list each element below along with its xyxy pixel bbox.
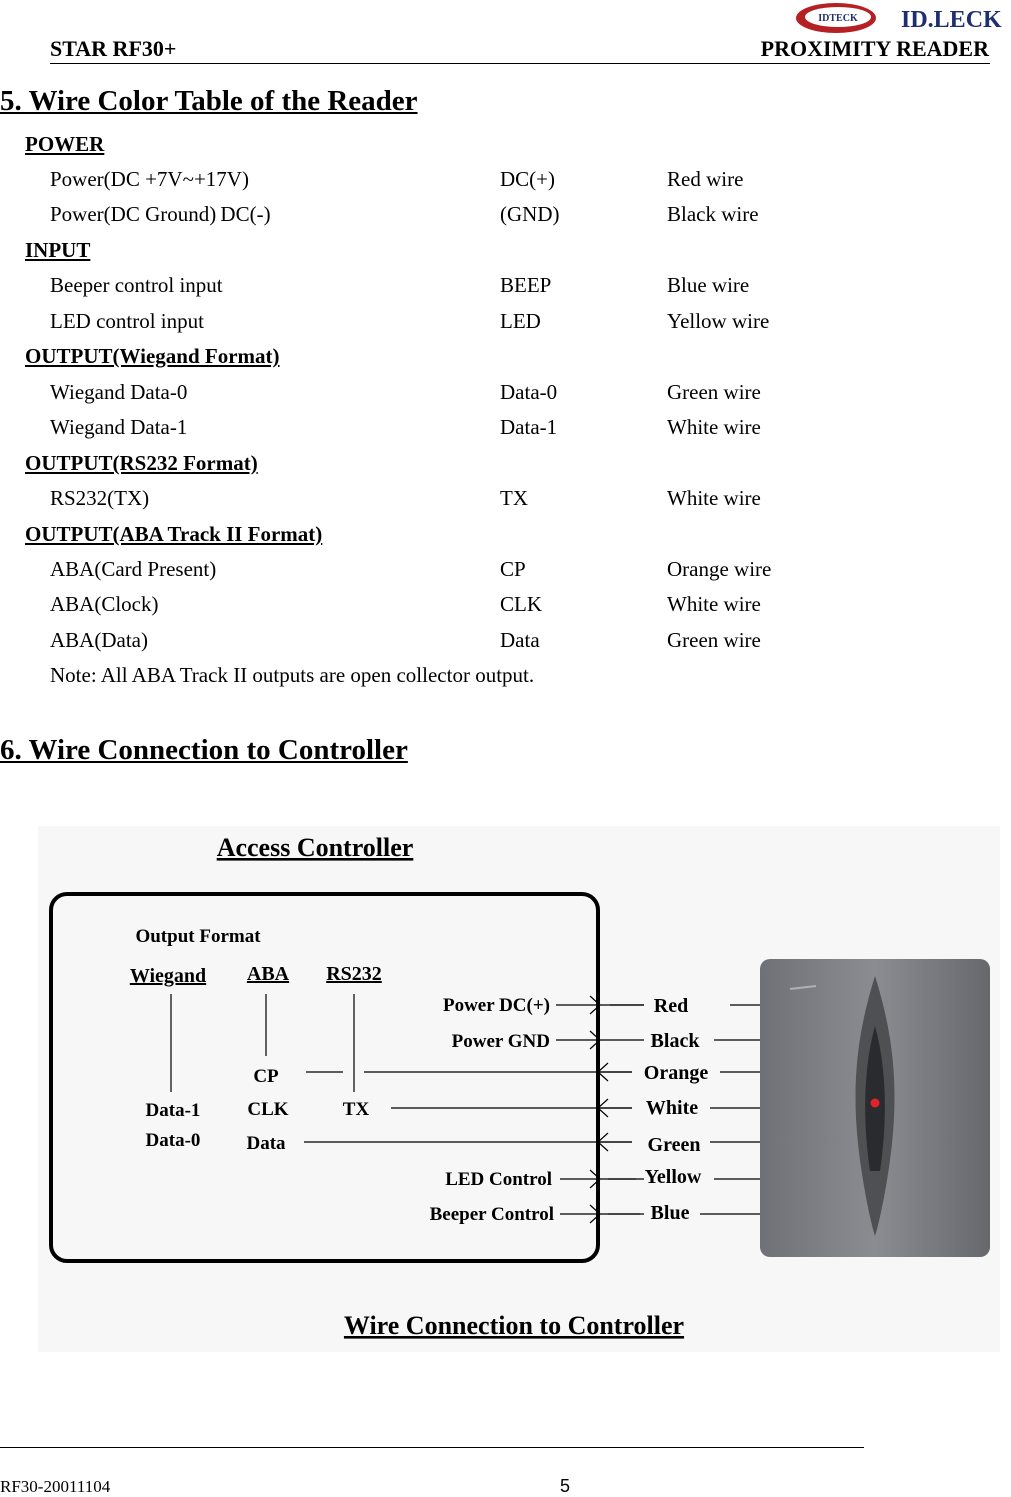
- terminal-name: CP: [500, 557, 526, 581]
- signal-name: Power(DC +7V~+17V): [50, 167, 249, 191]
- aba-data: Data: [246, 1133, 286, 1154]
- rs232-tx: TX: [343, 1099, 370, 1120]
- terminal-name: (GND): [500, 202, 560, 226]
- section-6-title: 6. Wire Connection to Controller: [0, 734, 408, 766]
- idteck-logo: IDTECK ID.LECK: [796, 3, 1002, 33]
- wire-color: Blue wire: [667, 273, 750, 297]
- aba-note: Note: All ABA Track II outputs are open …: [50, 663, 535, 687]
- header-product-type: PROXIMITY READER: [760, 36, 989, 61]
- wire-row: ABA(Data) Data Green wire: [0, 628, 1011, 658]
- group-heading-wiegand: OUTPUT(Wiegand Format): [25, 344, 280, 368]
- input-beeper-control: Beeper Control: [430, 1204, 554, 1225]
- format-wiegand: Wiegand: [130, 965, 206, 987]
- proximity-reader-illustration: [760, 959, 990, 1257]
- wire-row: Beeper control input BEEP Blue wire: [0, 273, 1011, 303]
- wire-row: Wiegand Data-0 Data-0 Green wire: [0, 380, 1011, 410]
- signal-name: RS232(TX): [50, 486, 150, 510]
- footer-doc-id: RF30-20011104: [0, 1477, 111, 1496]
- header-rule: [50, 63, 990, 64]
- diagram-title: Access Controller: [217, 833, 414, 862]
- wiegand-data1: Data-1: [146, 1100, 201, 1121]
- logo-large-text: ID.LECK: [901, 7, 1002, 33]
- footer-rule: [0, 1447, 864, 1448]
- wire-color: Orange wire: [667, 557, 772, 581]
- wire-black: Black: [651, 1030, 701, 1052]
- wire-row: Power(DC Ground) DC(-) (GND) Black wire: [0, 202, 1011, 232]
- terminal-name: Data: [500, 628, 540, 652]
- input-led-control: LED Control: [445, 1169, 552, 1190]
- wire-blue: Blue: [651, 1202, 690, 1224]
- wire-row: Power(DC +7V~+17V) DC(+) Red wire: [0, 167, 1011, 197]
- wiegand-data0: Data-0: [146, 1130, 201, 1151]
- format-rs232: RS232: [326, 963, 382, 985]
- group-heading-power: POWER: [25, 132, 105, 156]
- wire-color: Black wire: [667, 202, 759, 226]
- wire-orange: Orange: [644, 1062, 709, 1084]
- wire-connection-diagram: Access Controller Output Format Wiegand …: [38, 826, 1000, 1352]
- output-format-label: Output Format: [135, 926, 261, 947]
- wire-white: White: [646, 1097, 698, 1119]
- terminal-name: Data-0: [500, 380, 558, 404]
- signal-name: ABA(Clock): [50, 592, 159, 616]
- wire-row: ABA(Clock) CLK White wire: [0, 592, 1011, 622]
- wire-color: White wire: [667, 486, 761, 510]
- terminal-name: BEEP: [500, 273, 552, 297]
- signal-name: ABA(Data): [50, 628, 148, 652]
- terminal-name: LED: [500, 309, 541, 333]
- wire-color: White wire: [667, 592, 761, 616]
- wire-row: LED control input LED Yellow wire: [0, 309, 1011, 339]
- terminal-name: TX: [500, 486, 528, 510]
- wire-color: Green wire: [667, 380, 761, 404]
- wire-row: RS232(TX) TX White wire: [0, 486, 1011, 516]
- wire-green: Green: [648, 1134, 701, 1156]
- aba-clk: CLK: [247, 1099, 288, 1120]
- wire-yellow: Yellow: [645, 1166, 702, 1188]
- terminal-name: DC(+): [500, 167, 556, 191]
- signal-name: Power(DC Ground) DC(-): [50, 202, 271, 226]
- group-heading-input: INPUT: [25, 238, 91, 262]
- wire-color: Red wire: [667, 167, 744, 191]
- signal-name: LED control input: [50, 309, 204, 333]
- format-aba: ABA: [247, 963, 290, 985]
- wire-row: Wiegand Data-1 Data-1 White wire: [0, 415, 1011, 445]
- group-heading-rs232: OUTPUT(RS232 Format): [25, 451, 258, 475]
- group-heading-aba: OUTPUT(ABA Track II Format): [25, 522, 323, 546]
- header-product: STAR RF30+: [50, 36, 177, 61]
- wire-color: Yellow wire: [667, 309, 770, 333]
- wire-color: Green wire: [667, 628, 761, 652]
- page-number: 5: [560, 1476, 571, 1496]
- signal-name: Wiegand Data-1: [50, 415, 188, 439]
- diagram-caption: Wire Connection to Controller: [344, 1311, 684, 1340]
- wire-row: ABA(Card Present) CP Orange wire: [0, 557, 1011, 587]
- signal-name: Wiegand Data-0: [50, 380, 188, 404]
- input-power-dc: Power DC(+): [443, 995, 550, 1016]
- input-power-gnd: Power GND: [452, 1031, 550, 1052]
- controller-box: [49, 892, 600, 1263]
- signal-name: Beeper control input: [50, 273, 223, 297]
- terminal-name: Data-1: [500, 415, 558, 439]
- signal-name: ABA(Card Present): [50, 557, 217, 581]
- terminal-name: CLK: [500, 592, 542, 616]
- section-5-title: 5. Wire Color Table of the Reader: [0, 85, 418, 117]
- wire-red: Red: [654, 995, 688, 1017]
- aba-cp: CP: [253, 1066, 279, 1087]
- wire-color: White wire: [667, 415, 761, 439]
- logo-small-text: IDTECK: [818, 13, 858, 24]
